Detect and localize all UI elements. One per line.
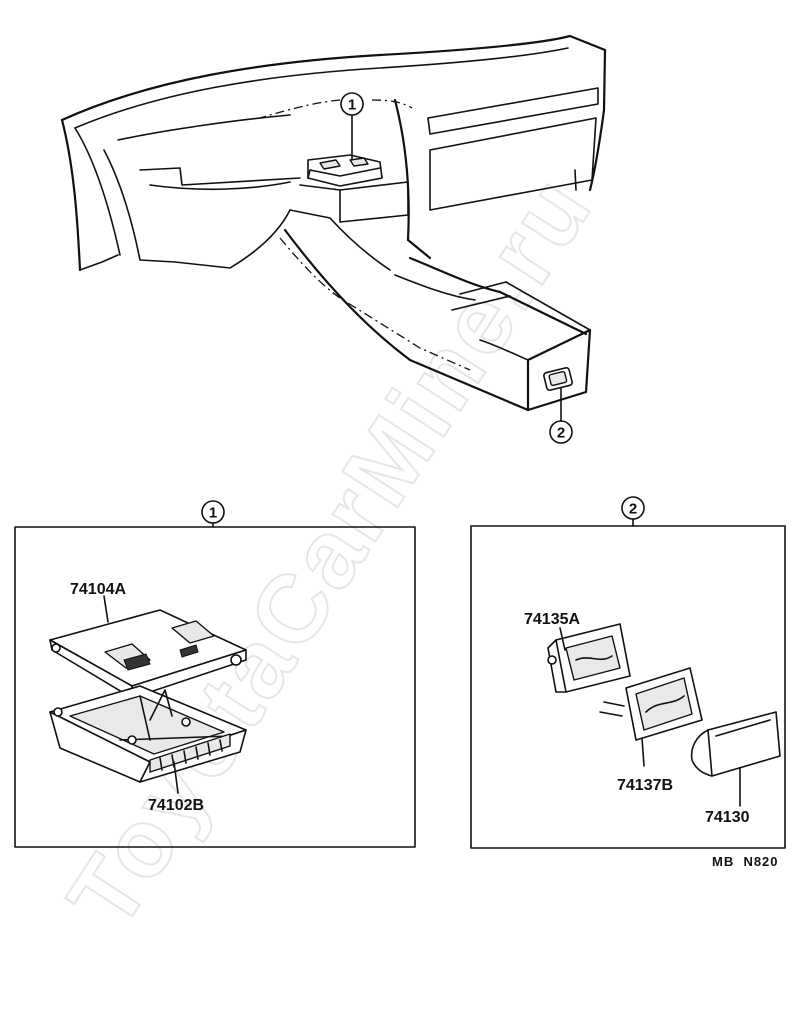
callout-1-number: 1 — [348, 97, 356, 114]
diagram-code: MB N820 — [712, 854, 779, 869]
part-number-74104A: 74104A — [70, 581, 126, 598]
part-number-74102B: 74102B — [148, 797, 204, 814]
watermark-text: ToyotaCarMine.ru — [48, 156, 613, 946]
callout-1: 1 — [340, 92, 364, 161]
part-74135A-drawing — [547, 623, 631, 693]
detail-box-2: 2 74135A 74137B 74130 — [470, 496, 786, 849]
part-number-74130: 74130 — [705, 809, 750, 826]
part-number-74135A: 74135A — [524, 611, 580, 628]
callout-2: 2 — [549, 387, 573, 444]
part-74130-drawing — [690, 711, 781, 777]
front-ashtray-location — [307, 154, 383, 187]
detail-box-1: 1 74104A — [14, 500, 416, 848]
part-number-74137B: 74137B — [617, 777, 673, 794]
dashboard-assembly — [60, 34, 607, 412]
callout-2-number: 2 — [557, 425, 565, 442]
part-74137B-drawing — [599, 667, 703, 741]
detail-box-1-marker: 1 — [209, 505, 217, 522]
detail-box-2-marker: 2 — [629, 501, 637, 518]
part-74104A-drawing — [49, 609, 247, 699]
part-74102B-drawing — [49, 685, 247, 783]
